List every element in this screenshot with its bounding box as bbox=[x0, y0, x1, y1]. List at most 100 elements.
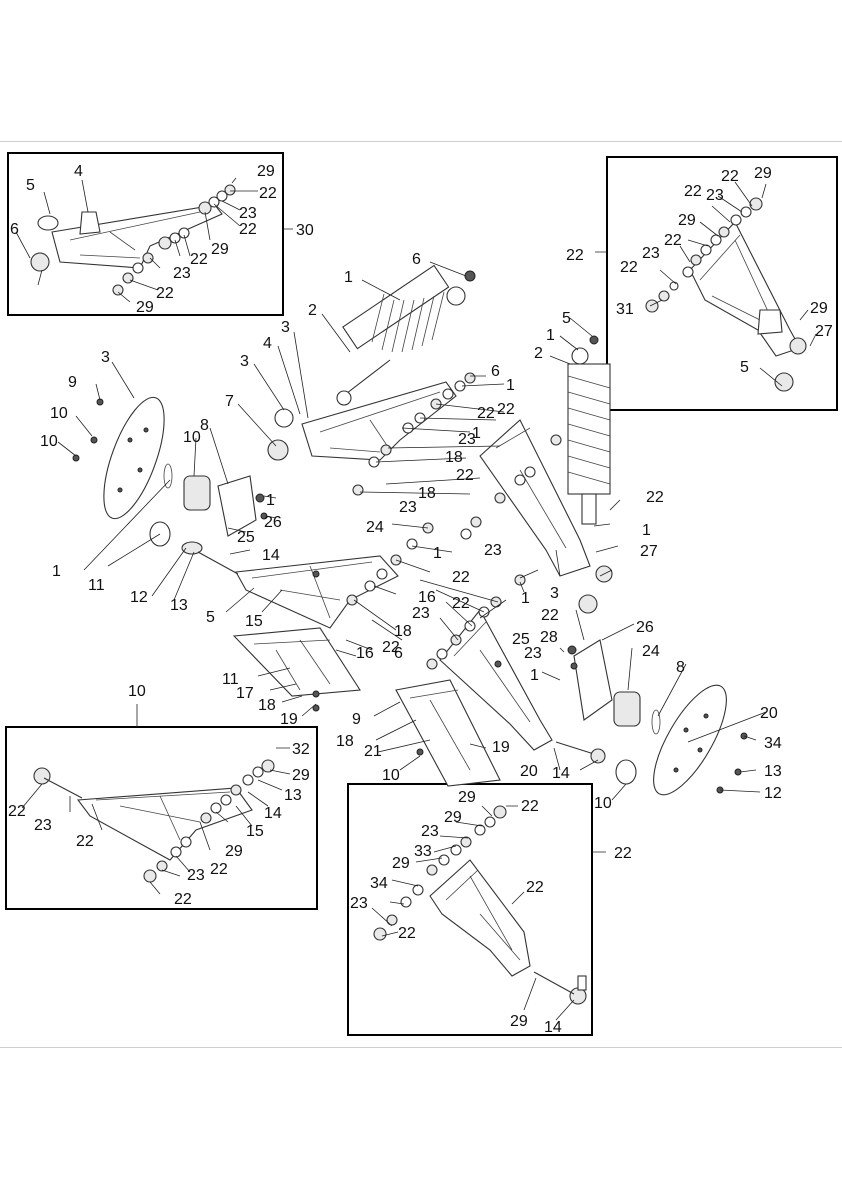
callout-label: 29 bbox=[444, 809, 462, 826]
inset-box-30 bbox=[7, 152, 284, 316]
callout-label: 23 bbox=[484, 542, 502, 559]
callout-label: 23 bbox=[34, 817, 52, 834]
callout-label: 29 bbox=[458, 789, 476, 806]
callout-label: 4 bbox=[74, 163, 83, 180]
callout-label: 14 bbox=[552, 765, 570, 782]
callout-label: 29 bbox=[810, 300, 828, 317]
callout-label: 23 bbox=[642, 245, 660, 262]
callout-label: 8 bbox=[200, 417, 209, 434]
callout-label: 22 bbox=[614, 845, 632, 862]
hub-bearing-8-right bbox=[613, 691, 641, 727]
callout-label: 13 bbox=[764, 763, 782, 780]
callout-label: 14 bbox=[544, 1019, 562, 1036]
callout-label: 22 bbox=[174, 891, 192, 908]
callout-label: 10 bbox=[50, 405, 68, 422]
callout-label: 16 bbox=[418, 589, 436, 606]
callout-label: 22 bbox=[398, 925, 416, 942]
callout-label: 3 bbox=[281, 319, 290, 336]
knuckle-7-left bbox=[217, 475, 257, 537]
callout-label: 23 bbox=[421, 823, 439, 840]
upper-arm-right-main bbox=[479, 419, 591, 577]
callout-label: 1 bbox=[52, 563, 61, 580]
callout-label: 14 bbox=[262, 547, 280, 564]
callout-label: 23 bbox=[173, 265, 191, 282]
callout-label: 22 bbox=[190, 251, 208, 268]
callout-label: 26 bbox=[636, 619, 654, 636]
callout-label: 21 bbox=[364, 743, 382, 760]
shock-absorber-left bbox=[336, 264, 476, 406]
lower-a-arm-right bbox=[429, 859, 531, 977]
callout-label: 1 bbox=[530, 667, 539, 684]
callout-label: 24 bbox=[366, 519, 384, 536]
callout-label: 12 bbox=[130, 589, 148, 606]
callout-label: 3 bbox=[240, 353, 249, 370]
a-arm-gusset-lines bbox=[69, 211, 201, 259]
callout-label: 32 bbox=[292, 741, 310, 758]
callout-label: 29 bbox=[136, 299, 154, 316]
callout-label: 9 bbox=[352, 711, 361, 728]
callout-label: 13 bbox=[170, 597, 188, 614]
callout-label: 22 bbox=[521, 798, 539, 815]
callout-label: 13 bbox=[284, 787, 302, 804]
callout-label: 10 bbox=[40, 433, 58, 450]
callout-label: 25 bbox=[512, 631, 530, 648]
seal-12-right bbox=[615, 759, 637, 785]
callout-label: 1 bbox=[472, 425, 481, 442]
callout-label: 18 bbox=[258, 697, 276, 714]
callout-label: 12 bbox=[764, 785, 782, 802]
callout-label: 11 bbox=[222, 671, 239, 688]
callout-label: 22 bbox=[382, 639, 400, 656]
callout-label: 22 bbox=[664, 232, 682, 249]
callout-label: 23 bbox=[187, 867, 205, 884]
callout-label: 1 bbox=[521, 590, 530, 607]
upper-a-arm-right bbox=[689, 221, 801, 357]
callout-label: 23 bbox=[399, 499, 417, 516]
callout-label: 1 bbox=[506, 377, 515, 394]
callout-label: 27 bbox=[640, 543, 658, 560]
callout-label: 22 bbox=[541, 607, 559, 624]
callout-label: 18 bbox=[336, 733, 354, 750]
callout-label: 29 bbox=[211, 241, 229, 258]
callout-label: 23 bbox=[350, 895, 368, 912]
callout-label: 22 bbox=[8, 803, 26, 820]
arm-mount-4 bbox=[79, 211, 101, 235]
callout-label: 4 bbox=[263, 335, 272, 352]
callout-label: 22 bbox=[477, 405, 495, 422]
callout-label: 14 bbox=[264, 805, 282, 822]
callout-label: 29 bbox=[754, 165, 772, 182]
knuckle-28-right bbox=[573, 639, 613, 721]
callout-label: 22 bbox=[620, 259, 638, 276]
callout-label: 15 bbox=[245, 613, 263, 630]
tie-rod-end-13 bbox=[33, 767, 51, 785]
callout-label: 6 bbox=[412, 251, 421, 268]
callout-label: 25 bbox=[237, 529, 255, 546]
callout-label: 23 bbox=[239, 205, 257, 222]
callout-label: 3 bbox=[550, 585, 559, 602]
callout-label: 8 bbox=[676, 659, 685, 676]
ball-joint-6-right bbox=[774, 372, 794, 392]
callout-label: 22 bbox=[721, 168, 739, 185]
callout-label: 33 bbox=[414, 843, 432, 860]
callout-label: 22 bbox=[452, 569, 470, 586]
callout-label: 1 bbox=[266, 492, 275, 509]
callout-label: 18 bbox=[445, 449, 463, 466]
callout-label: 22 bbox=[156, 285, 174, 302]
callout-label: 22 bbox=[526, 879, 544, 896]
callout-label: 26 bbox=[264, 514, 282, 531]
callout-label: 22 bbox=[259, 185, 277, 202]
brake-disc-right bbox=[653, 684, 727, 796]
callout-labels: 5 4 6 29 22 23 22 29 22 23 22 29 30 22 2… bbox=[8, 163, 833, 1036]
callout-label: 10 bbox=[128, 683, 146, 700]
callout-label: 10 bbox=[382, 767, 400, 784]
callout-label: 1 bbox=[642, 522, 651, 539]
callout-label: 1 bbox=[546, 327, 555, 344]
bushing-stack-lower bbox=[143, 759, 275, 883]
callout-label: 20 bbox=[760, 705, 778, 722]
mount-27 bbox=[757, 309, 783, 335]
callout-label: 1 bbox=[433, 545, 442, 562]
main-assembly bbox=[57, 261, 767, 801]
hub-bearing-8-left bbox=[183, 475, 211, 511]
callout-label: 10 bbox=[183, 429, 201, 446]
bushing-stack-right bbox=[645, 197, 763, 313]
callout-label: 7 bbox=[225, 393, 234, 410]
